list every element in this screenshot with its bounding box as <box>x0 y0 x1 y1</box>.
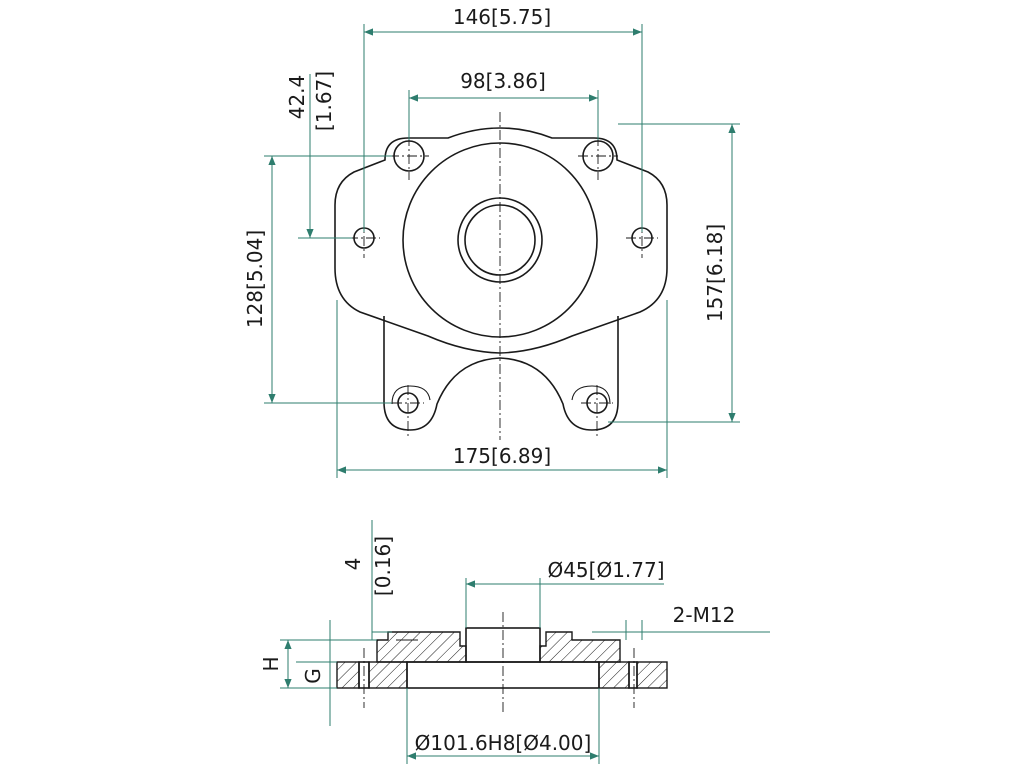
section-view-dimensions: 4 [0.16] Ø45[Ø1.77] 2-M12 H G Ø101.6H8[Ø… <box>259 520 770 764</box>
dim-label-g: G <box>301 668 325 684</box>
dim-label-boss-diameter: Ø45[Ø1.77] <box>547 558 664 582</box>
flange-right-hatched <box>636 661 668 689</box>
dim-label-hole-spacing: 98[3.86] <box>460 69 546 93</box>
dim-label-step-mm: 4 <box>341 558 365 571</box>
flange-left-hatched <box>336 661 360 689</box>
flange-right-solid <box>628 661 638 689</box>
dim-label-h: H <box>259 656 283 671</box>
dim-label-hole-offset-mm: 42.4 <box>285 75 309 120</box>
dim-label-total-height: 157[6.18] <box>703 224 727 322</box>
lower-left-boss <box>391 385 431 405</box>
dim-label-thread: 2-M12 <box>673 603 736 627</box>
dim-label-pilot-diameter: Ø101.6H8[Ø4.00] <box>415 731 592 755</box>
upper-body-right-hatched <box>539 631 621 663</box>
dim-label-hole-offset-in: [1.67] <box>312 71 336 131</box>
upper-body-left-hatched <box>376 631 467 663</box>
flange-center-left-hatched <box>368 661 408 689</box>
upper-flange-outline <box>334 127 668 354</box>
dim-label-top-width: 146[5.75] <box>453 5 551 29</box>
front-view <box>334 112 668 440</box>
flange-center-right-hatched <box>598 661 630 689</box>
dim-label-overall-width: 175[6.89] <box>453 444 551 468</box>
front-view-dimensions: 146[5.75] 98[3.86] 42.4 [1.67] 128[5.04]… <box>243 5 740 478</box>
lower-right-boss <box>571 385 611 405</box>
dim-label-lower-hole-spacing: 128[5.04] <box>243 230 267 328</box>
lower-leg-outline <box>383 316 619 431</box>
dim-label-step-in: [0.16] <box>371 536 395 596</box>
section-view <box>336 612 668 712</box>
